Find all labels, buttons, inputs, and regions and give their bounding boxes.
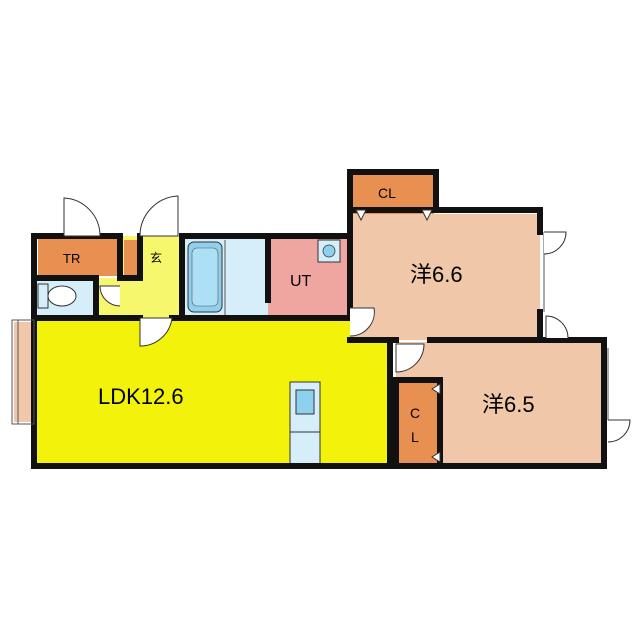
closet-side-floor [396, 382, 440, 466]
bedroom1-label: 洋6.6 [410, 262, 463, 287]
entrance-label: 玄 [150, 250, 162, 265]
window-panel [14, 322, 34, 422]
closet-top-label: CL [378, 185, 396, 201]
toilet-icon [47, 285, 77, 307]
closet-side-label-c: C [410, 405, 420, 421]
closet-side-label-l: L [411, 429, 419, 445]
bedroom1-floor [352, 214, 540, 340]
kitchen-sink [295, 389, 315, 415]
door-swings [63, 195, 631, 443]
window-left [11, 319, 35, 425]
closet-door-markers [355, 209, 441, 463]
trunk-room-floor [38, 238, 118, 276]
trunk-room-label: TR [63, 251, 80, 266]
small-closet [124, 240, 138, 276]
toilet-tank [37, 283, 49, 309]
ldk-label: LDK12.6 [98, 384, 184, 409]
utility-label: UT [290, 273, 312, 290]
ldk-floor [34, 318, 390, 466]
bedroom2-label: 洋6.5 [482, 392, 535, 417]
bathtub-inner [191, 247, 219, 307]
walls [31, 169, 607, 469]
